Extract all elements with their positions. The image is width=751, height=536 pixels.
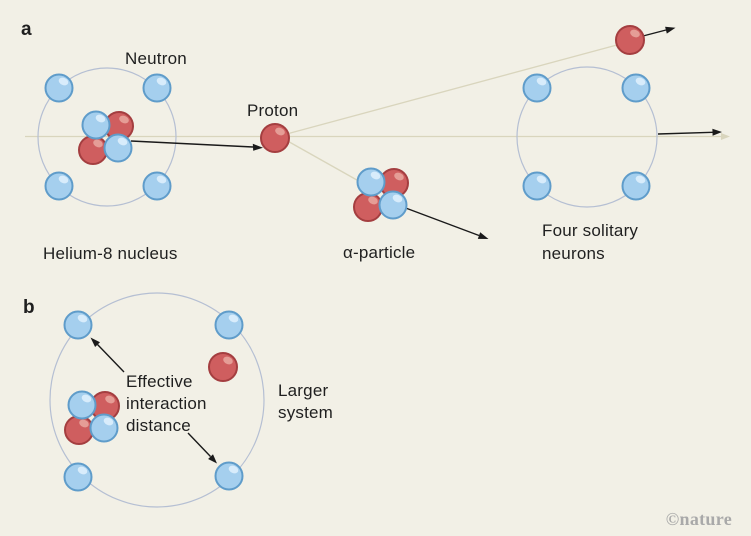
larger-system-core-neutron-ball [89,413,119,443]
helium8-core-proton-ball [78,135,108,165]
decay-arrow-line [130,140,254,148]
escaping-neutron-arrowhead-icon [665,26,676,34]
solitary-neutron-ball [621,73,651,103]
proton-to-escaping-neutron-trajectory [282,41,629,136]
helium8-core-neutron-ball [103,133,133,163]
interaction-distance-arrowhead-lower-icon [208,454,217,464]
larger-system-neutron-ball [214,461,244,491]
decay-arrowhead-icon [252,143,263,151]
larger-system-boundary-circle [49,292,265,508]
larger-system-label: Larger system [278,381,334,422]
interaction-distance-arrowhead-upper-icon [90,337,100,347]
panel-a-label: a [21,19,32,40]
alpha-neutron-ball [378,190,408,220]
alpha-particle-label: α-particle [343,243,416,262]
escaping-particle-ball [615,25,645,55]
larger-system-neutron-ball [214,310,244,340]
larger-system-neutron-ball [63,462,93,492]
panel-b-label: b [23,297,35,318]
alpha-proton-ball [353,192,383,222]
larger-system-core-neutron-ball [67,390,97,420]
helium8-boundary-circle [37,67,177,207]
helium8-neutron-ball [44,73,74,103]
larger-system-neutron-ball [63,310,93,340]
interaction-distance-label: Effective interaction distance [126,372,207,435]
forward-beam-arrow-line [657,131,713,135]
interaction-distance-arrow-lower-line [187,432,212,457]
solitary-neutron-ball [522,73,552,103]
nature-credit: ©nature [665,509,732,529]
solitary-neutrons-boundary-circle [516,66,658,208]
solitary-neutrons-label: Four solitary neurons [542,221,639,263]
larger-system-lone-proton-ball [208,352,238,382]
escaping-neutron-arrow-line [642,29,667,37]
helium8-core-neutron-ball [81,110,111,140]
interaction-distance-arrow-upper-line [96,344,125,373]
proton-label: Proton [247,101,299,120]
helium-nucleus-label: Helium-8 nucleus [43,244,178,263]
helium8-neutron-ball [142,171,172,201]
helium8-neutron-ball [44,171,74,201]
larger-system-core-proton-ball [64,415,94,445]
alpha-neutron-ball [356,167,386,197]
forward-beam-arrowhead-icon [712,128,722,136]
proton-ball [260,123,290,153]
helium8-neutron-ball [142,73,172,103]
alpha-particle-arrowhead-icon [477,232,489,239]
solitary-neutron-ball [522,171,552,201]
solitary-neutron-ball [621,171,651,201]
neutron-label: Neutron [125,49,187,68]
alpha-particle-arrow-line [402,206,480,237]
beam-axis-arrowhead-icon [721,133,730,140]
